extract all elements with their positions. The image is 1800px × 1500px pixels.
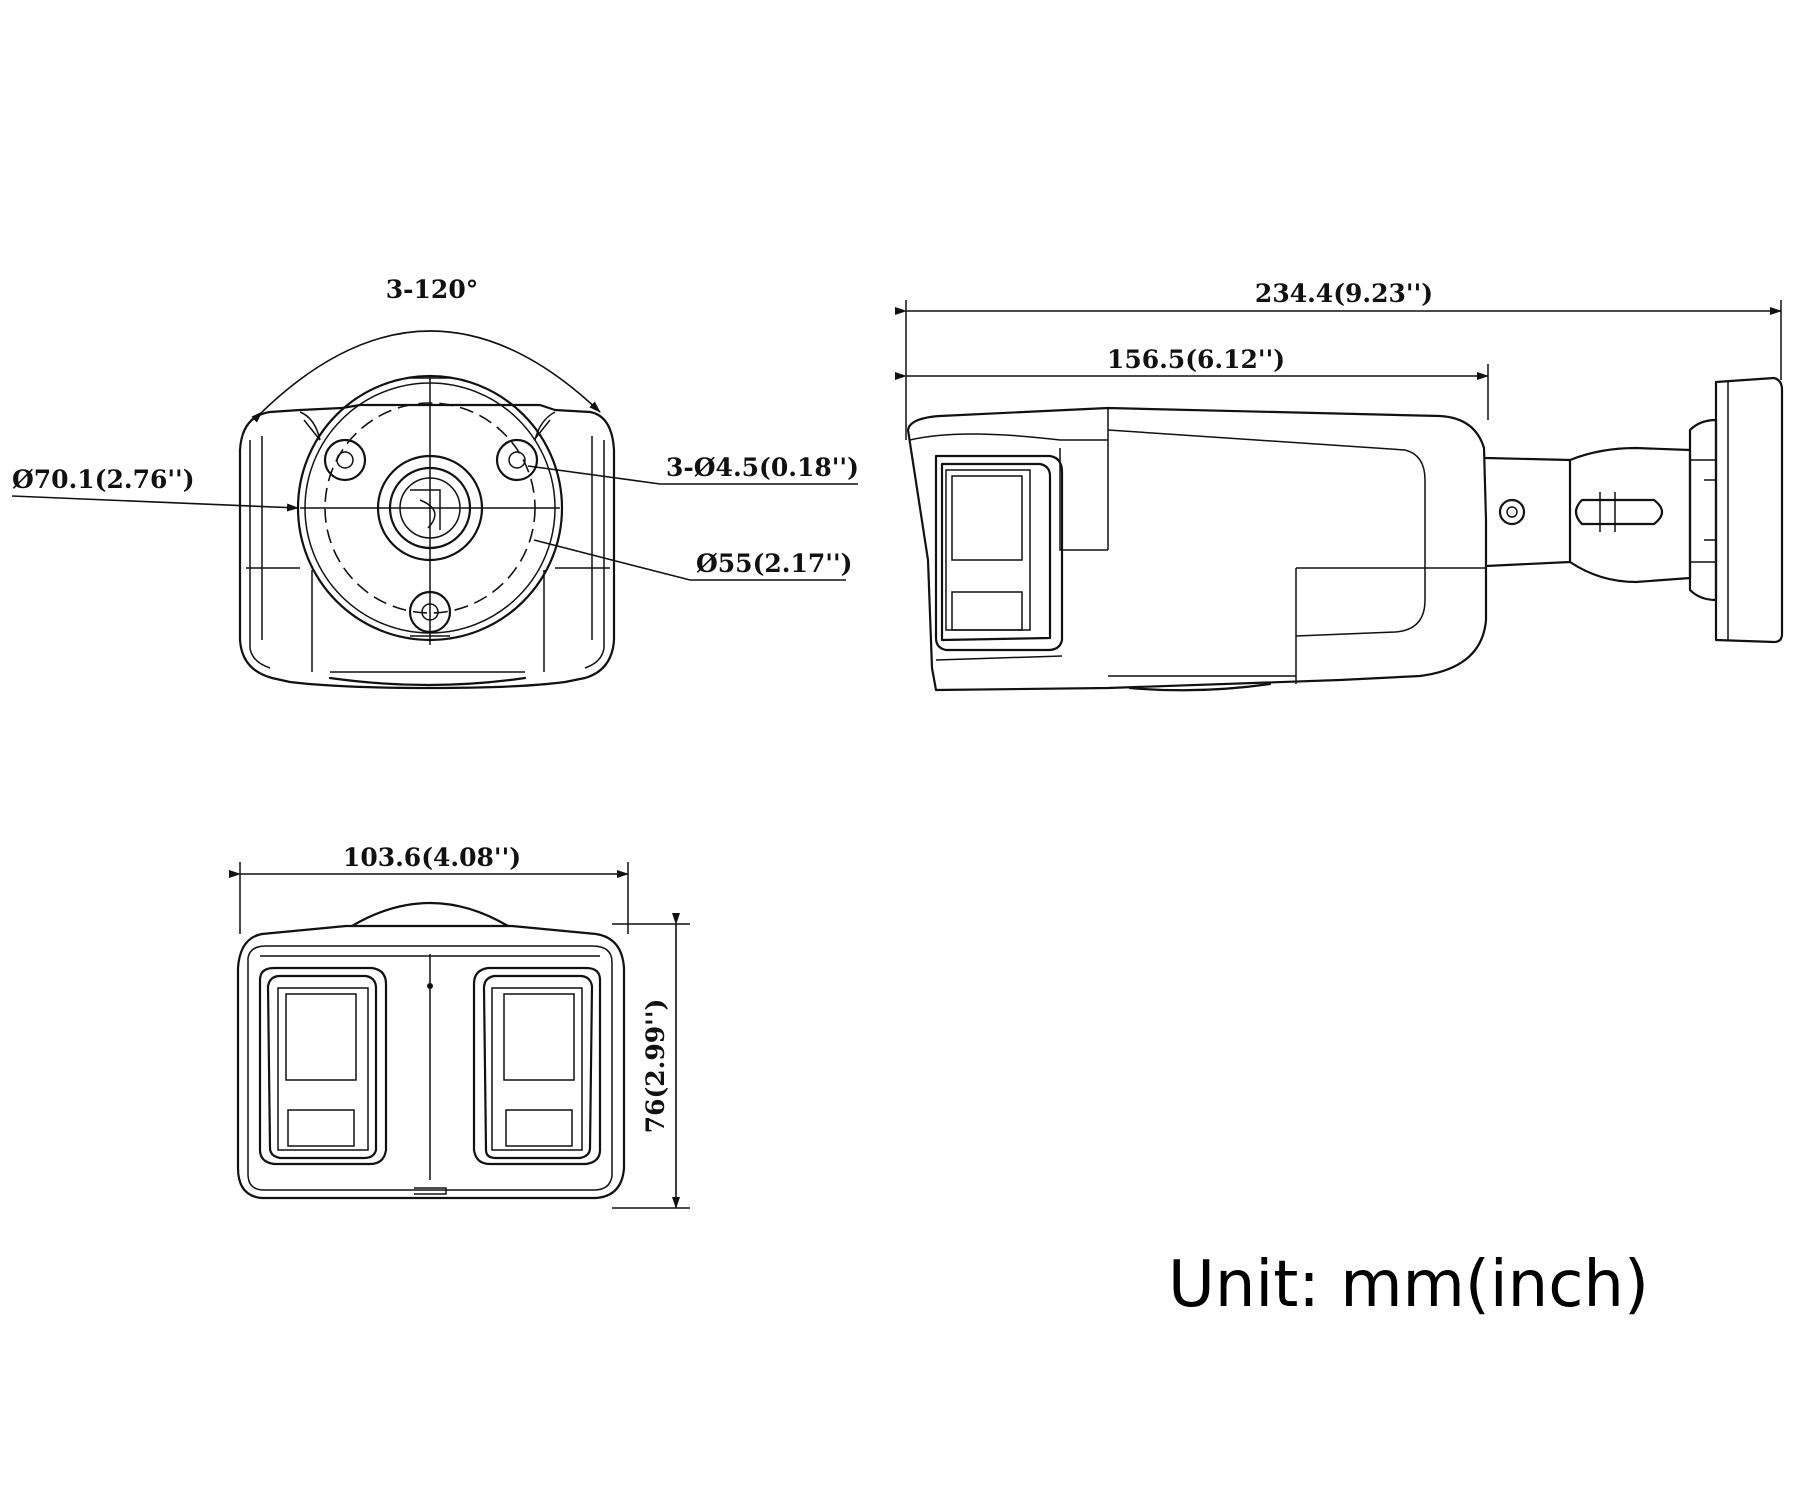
outer-diameter-leader [11, 495, 299, 512]
hole-size-label: 3-Ø4.5(0.18'') [666, 453, 859, 482]
screw-hole-right [495, 438, 539, 482]
angle-dimension-arc [251, 330, 601, 423]
front-top-dome [350, 901, 510, 928]
arm-lock-slot [1574, 498, 1664, 526]
hole-size-leader [527, 465, 858, 485]
height-label: 76(2.99'') [641, 999, 670, 1134]
outer-diameter-label: Ø70.1(2.76'') [12, 465, 195, 494]
hole-circle-leader [533, 539, 846, 581]
hole-circle-label: Ø55(2.17'') [696, 549, 852, 578]
front-housing-outline [236, 924, 626, 1200]
front-view: 103.6(4.08'') 76(2.99'') [229, 843, 690, 1209]
front-lens-right [472, 966, 602, 1166]
body-length-label: 156.5(6.12'') [1107, 345, 1285, 374]
side-lens-housing [934, 454, 1064, 652]
side-mount-arm [1484, 456, 1572, 568]
side-camera-body [906, 406, 1488, 692]
front-lens-left [258, 966, 388, 1166]
unit-label: Unit: mm(inch) [1168, 1248, 1649, 1322]
rear-housing-outline [238, 403, 616, 690]
side-view: 234.4(9.23'') 156.5(6.12'') [895, 279, 1784, 692]
angle-label: 3-120° [386, 275, 478, 304]
width-label: 103.6(4.08'') [343, 843, 521, 872]
rear-mount-view: 3-120° Ø70.1(2.76'') 3-Ø4.5(0.18'') Ø55(… [11, 275, 859, 690]
side-wall-plate [1688, 418, 1718, 602]
screw-hole-left [323, 438, 367, 482]
total-length-label: 234.4(9.23'') [1255, 279, 1433, 308]
